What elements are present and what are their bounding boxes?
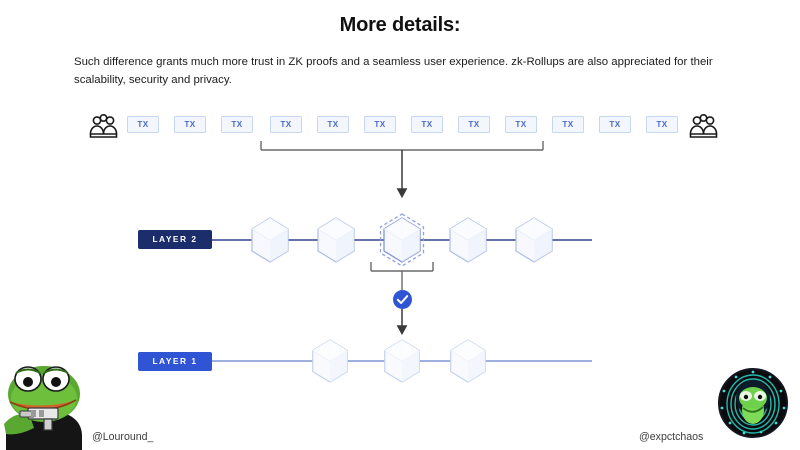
right-handle: @expctchaos: [639, 431, 704, 443]
tx-box[interactable]: TX: [127, 116, 159, 133]
tx-box[interactable]: TX: [317, 116, 349, 133]
users-group-icon-left: [88, 112, 120, 140]
layer1-block[interactable]: [378, 337, 426, 385]
highlight-dashed-outline: [379, 213, 425, 267]
layer2-block[interactable]: [311, 215, 361, 265]
layer1-badge: LAYER 1: [138, 352, 212, 371]
transaction-strip: TX TX TX TX TX TX TX TX TX TX TX TX: [0, 112, 800, 142]
layer2-block[interactable]: [509, 215, 559, 265]
layer2-block[interactable]: [443, 215, 493, 265]
tx-box[interactable]: TX: [174, 116, 206, 133]
users-group-icon-right: [688, 112, 720, 140]
layer2-badge: LAYER 2: [138, 230, 212, 249]
tx-box[interactable]: TX: [221, 116, 253, 133]
chaos-avatar: [718, 368, 788, 438]
left-handle: @Louround_: [92, 431, 154, 443]
layer1-block[interactable]: [306, 337, 354, 385]
layer1-block[interactable]: [444, 337, 492, 385]
pepe-avatar: [0, 358, 92, 450]
tx-box[interactable]: TX: [646, 116, 678, 133]
tx-box[interactable]: TX: [458, 116, 490, 133]
tx-box[interactable]: TX: [552, 116, 584, 133]
batch-bracket: [260, 141, 544, 151]
tx-box[interactable]: TX: [599, 116, 631, 133]
body-paragraph: Such difference grants much more trust i…: [74, 56, 713, 86]
pistol-icon: [19, 407, 59, 431]
check-circle-icon: [393, 290, 412, 309]
tx-box[interactable]: TX: [411, 116, 443, 133]
layer2-block[interactable]: [245, 215, 295, 265]
page-title: More details:: [339, 14, 461, 36]
tx-box[interactable]: TX: [270, 116, 302, 133]
layer2-block-highlighted[interactable]: [377, 213, 427, 267]
tx-box[interactable]: TX: [505, 116, 537, 133]
tx-box[interactable]: TX: [364, 116, 396, 133]
